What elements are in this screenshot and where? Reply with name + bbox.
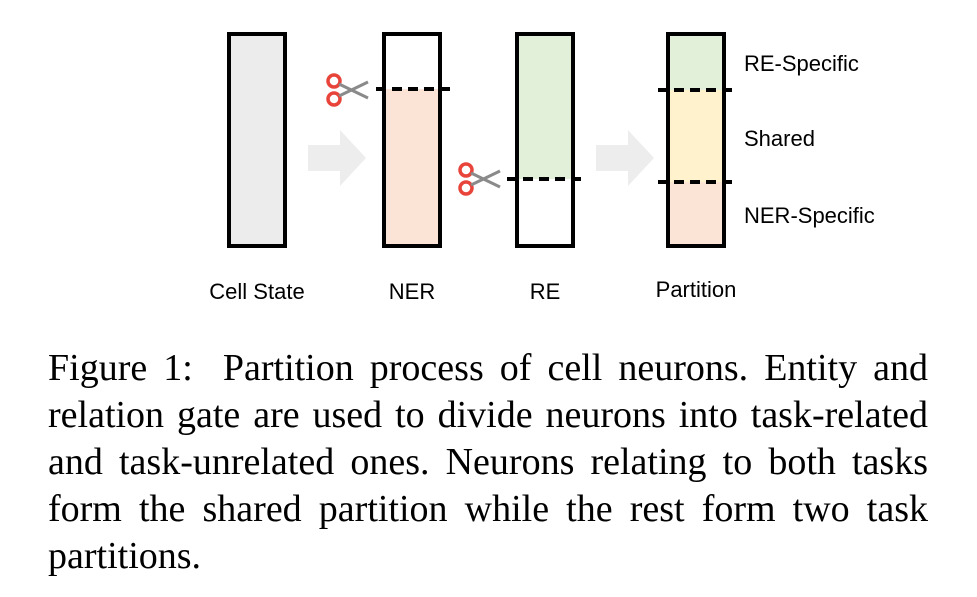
ner-related-region: [386, 89, 438, 244]
column-label-re: RE: [530, 279, 561, 304]
label-shared: Shared: [744, 126, 815, 151]
partition-ner-specific: [668, 182, 724, 246]
caption-text: Partition process of cell neurons. Entit…: [48, 347, 928, 577]
re-related-region: [519, 36, 571, 179]
figure-caption: Figure 1: Partition process of cell neur…: [48, 345, 928, 580]
scissors-icon: [458, 162, 501, 196]
column-label-ner: NER: [389, 279, 435, 304]
partition-column: [666, 32, 726, 248]
figure-label: Figure 1:: [48, 347, 193, 389]
arrow-right-icon: [596, 130, 654, 186]
column-label-cell-state: Cell State: [209, 279, 304, 304]
scissors-icon: [326, 73, 369, 107]
label-re-specific: RE-Specific: [744, 51, 859, 76]
column-label-partition: Partition: [656, 277, 737, 302]
partition-re-specific: [668, 34, 724, 90]
partition-diagram: RE-Specific Shared NER-Specific Cell Sta…: [209, 32, 875, 304]
cell-state-column: [227, 32, 287, 248]
arrow-right-icon: [308, 130, 366, 186]
partition-shared: [668, 90, 724, 182]
label-ner-specific: NER-Specific: [744, 203, 875, 228]
